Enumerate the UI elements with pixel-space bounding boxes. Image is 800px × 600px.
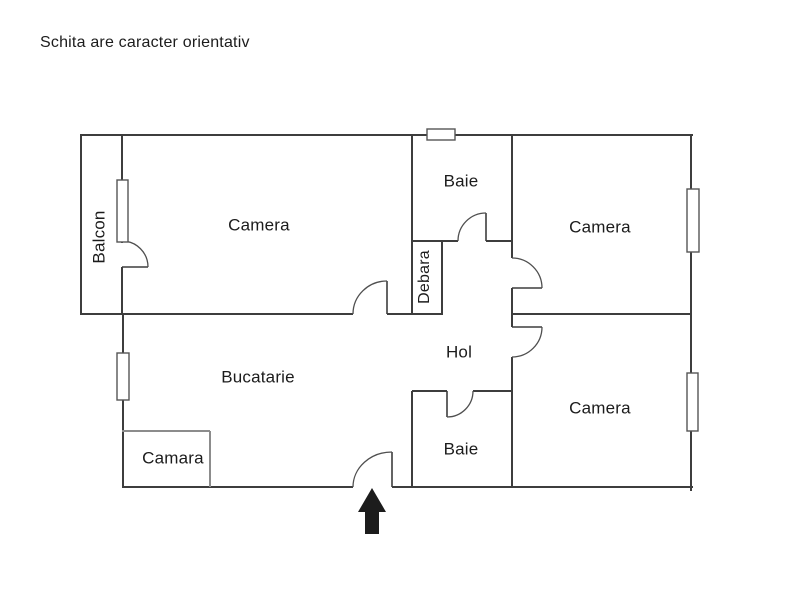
baie-bottom-door-arc bbox=[446, 390, 474, 418]
camera-top-right-door-arc bbox=[511, 257, 543, 289]
camera-top-right-window bbox=[686, 188, 700, 253]
baie-top-door-arc bbox=[457, 212, 487, 242]
room-label-balcon: Balcon bbox=[89, 210, 109, 264]
room-label-debara: Debara bbox=[416, 250, 433, 304]
room-label-baie-bottom: Baie bbox=[443, 439, 479, 459]
room-label-bucatarie: Bucatarie bbox=[221, 367, 295, 387]
balcony-door-arc bbox=[121, 240, 149, 268]
room-label-camera-top-right: Camera bbox=[569, 217, 631, 237]
room-label-baie-top: Baie bbox=[443, 171, 479, 191]
disclaimer-title: Schita are caracter orientativ bbox=[40, 34, 250, 51]
camera-top-left-door-arc bbox=[352, 280, 388, 315]
room-label-camara: Camara bbox=[142, 448, 204, 468]
doors bbox=[121, 212, 543, 488]
baie-top-window bbox=[426, 128, 456, 141]
room-label-camera-top-left: Camera bbox=[228, 215, 290, 235]
entrance-arrow-icon bbox=[358, 488, 386, 534]
interior-walls bbox=[81, 135, 691, 488]
room-label-hol: Hol bbox=[445, 342, 473, 362]
camera-bottom-right-window bbox=[686, 372, 699, 432]
balcony-window bbox=[116, 179, 129, 243]
room-label-camera-bottom-right: Camera bbox=[569, 398, 631, 418]
bucatarie-window bbox=[116, 352, 130, 401]
entrance-door-arc bbox=[352, 451, 393, 488]
windows bbox=[116, 128, 700, 432]
camera-bottom-right-door-arc bbox=[511, 326, 543, 358]
